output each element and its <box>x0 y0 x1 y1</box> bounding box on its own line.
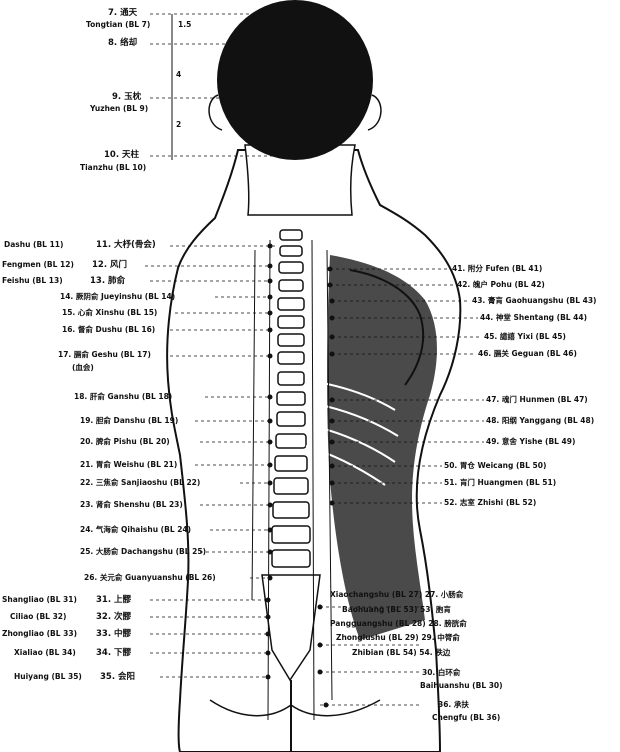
label-bl31-cn: 31. 上髎 <box>96 595 131 605</box>
label-bl22: 22. 三焦俞 Sanjiaoshu (BL 22) <box>80 478 200 488</box>
label-bl51: 51. 肓门 Huangmen (BL 51) <box>444 478 556 488</box>
label-bl24: 24. 气海俞 Qihaishu (BL 24) <box>80 525 191 535</box>
label-bl29: Zhonglushu (BL 29) 29. 中膂俞 <box>336 633 460 643</box>
label-bl25: 25. 大肠俞 Dachangshu (BL 25) <box>80 547 206 557</box>
label-bl9-en: Yuzhen (BL 9) <box>90 104 148 114</box>
label-bl54: Zhibian (BL 54) 54. 秩边 <box>352 648 450 658</box>
label-bl52: 52. 志室 Zhishi (BL 52) <box>444 498 536 508</box>
label-bl8-cn: 8. 络却 <box>108 38 137 48</box>
label-bl12-cn: 12. 风门 <box>92 260 127 270</box>
label-bl7-cn: 7. 通天 <box>108 8 137 18</box>
label-bl11-en: Dashu (BL 11) <box>4 240 63 250</box>
label-bl13-cn: 13. 肺俞 <box>90 276 125 286</box>
label-bl34-en: Xialiao (BL 34) <box>14 648 76 658</box>
scale-mark-3: 2 <box>176 120 181 130</box>
label-bl49: 49. 意舍 Yishe (BL 49) <box>486 437 575 447</box>
label-bl42: 42. 魄户 Pohu (BL 42) <box>457 280 545 290</box>
label-bl12-en: Fengmen (BL 12) <box>2 260 74 270</box>
label-bl33-en: Zhongliao (BL 33) <box>2 629 77 639</box>
label-bl18: 18. 肝俞 Ganshu (BL 18) <box>74 392 172 402</box>
label-bl33-cn: 33. 中髎 <box>96 629 131 639</box>
label-bl20: 20. 脾俞 Pishu (BL 20) <box>80 437 170 447</box>
label-bl15: 15. 心俞 Xinshu (BL 15) <box>62 308 157 318</box>
label-bl11-cn: 11. 大杼(骨会) <box>96 240 156 250</box>
label-bl17: 17. 膈俞 Geshu (BL 17) <box>58 350 151 360</box>
label-bl31-en: Shangliao (BL 31) <box>2 595 77 605</box>
scale-mark-2: 4 <box>176 70 181 80</box>
label-bl50: 50. 胃仓 Weicang (BL 50) <box>444 461 546 471</box>
label-bl28: Pangguangshu (BL 28) 28. 膀胱俞 <box>330 619 467 629</box>
label-bl43: 43. 膏肓 Gaohuangshu (BL 43) <box>472 296 596 306</box>
label-bl26: 26. 关元俞 Guanyuanshu (BL 26) <box>84 573 216 583</box>
label-bl10-en: Tianzhu (BL 10) <box>80 163 146 173</box>
scale-mark-1: 1.5 <box>178 20 191 30</box>
label-bl36-cn: 36. 承扶 <box>438 700 469 710</box>
label-bl47: 47. 魂门 Hunmen (BL 47) <box>486 395 588 405</box>
label-bl32-en: Ciliao (BL 32) <box>10 612 66 622</box>
label-bl36-en: Chengfu (BL 36) <box>432 713 500 723</box>
label-bl23: 23. 肾俞 Shenshu (BL 23) <box>80 500 183 510</box>
label-bl21: 21. 胃俞 Weishu (BL 21) <box>80 460 177 470</box>
label-bl35-cn: 35. 会阳 <box>100 672 135 682</box>
label-bl10-cn: 10. 天柱 <box>104 150 139 160</box>
label-bl46: 46. 膈关 Geguan (BL 46) <box>478 349 577 359</box>
label-bl44: 44. 神堂 Shentang (BL 44) <box>480 313 587 323</box>
label-bl19: 19. 胆俞 Danshu (BL 19) <box>80 416 178 426</box>
label-bl41: 41. 附分 Fufen (BL 41) <box>452 264 542 274</box>
label-bl32-cn: 32. 次髎 <box>96 612 131 622</box>
label-bl7-en: Tongtian (BL 7) <box>86 20 150 30</box>
label-bl34-cn: 34. 下髎 <box>96 648 131 658</box>
label-bl13-en: Feishu (BL 13) <box>2 276 63 286</box>
label-bl30-en: Baihuanshu (BL 30) <box>420 681 503 691</box>
label-bl35-en: Huiyang (BL 35) <box>14 672 82 682</box>
label-bl45: 45. 譩譆 Yixi (BL 45) <box>484 332 566 342</box>
label-bl48: 48. 阳纲 Yanggang (BL 48) <box>486 416 594 426</box>
label-bl27: Xiaochangshu (BL 27) 27. 小肠俞 <box>330 590 463 600</box>
label-bl14: 14. 厥阴俞 Jueyinshu (BL 14) <box>60 292 175 302</box>
label-bl16: 16. 督俞 Dushu (BL 16) <box>62 325 155 335</box>
label-bl53: Baohuang (BL 53) 53. 胞肓 <box>342 605 451 615</box>
label-bl17-note: (血会) <box>72 363 94 373</box>
label-bl30-cn: 30. 白环俞 <box>422 668 460 678</box>
label-bl9-cn: 9. 玉枕 <box>112 92 141 102</box>
